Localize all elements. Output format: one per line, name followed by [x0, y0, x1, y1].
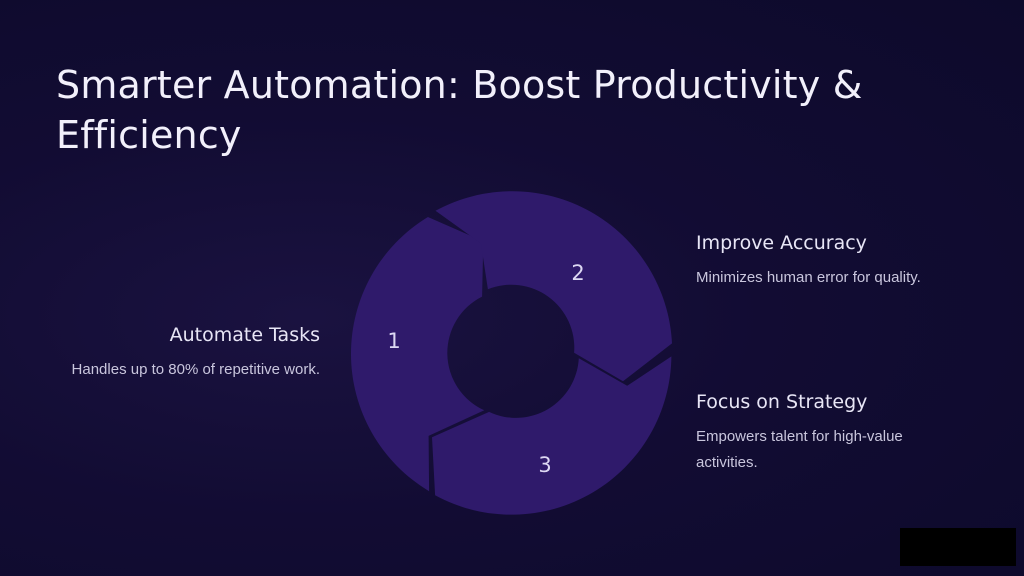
step-3-description: Empowers talent for high-value activitie… [696, 428, 903, 471]
step-1-description: Handles up to 80% of repetitive work. [71, 361, 320, 378]
step-2-description: Minimizes human error for quality. [696, 269, 921, 286]
step-1-label: Automate Tasks Handles up to 80% of repe… [40, 323, 320, 383]
step-2-heading: Improve Accuracy [696, 232, 867, 254]
segment-number-3: 3 [538, 453, 551, 477]
page-title: Smarter Automation: Boost Productivity &… [56, 63, 863, 157]
segment-1 [350, 217, 485, 492]
step-3-heading: Focus on Strategy [696, 391, 868, 413]
step-3-label: Focus on Strategy Empowers talent for hi… [696, 390, 936, 476]
segment-2 [435, 191, 672, 382]
step-1-heading: Automate Tasks [169, 324, 320, 346]
segment-3 [432, 356, 672, 515]
step-2-label: Improve Accuracy Minimizes human error f… [696, 231, 996, 291]
segment-number-1: 1 [387, 329, 400, 353]
segment-number-2: 2 [571, 261, 584, 285]
black-overlay-box [900, 528, 1016, 566]
